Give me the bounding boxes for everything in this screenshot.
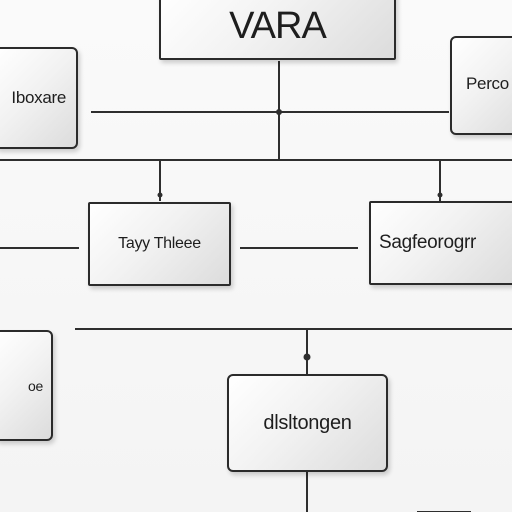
node-right-upper-label: Perco — [466, 74, 509, 93]
node-left-lower-label: oe — [28, 377, 43, 394]
node-left-lower[interactable]: oe — [0, 330, 53, 441]
node-top-label: VARA — [229, 4, 327, 47]
junction-dot-drop-right — [437, 192, 443, 198]
junction-dot-drop-left — [157, 192, 163, 198]
junction-dot-lower — [303, 353, 311, 361]
junction-dot-upper — [276, 109, 282, 115]
node-middle-right[interactable]: Sagfeorogrr — [369, 201, 512, 285]
node-middle-left-label: Tayy Thleee — [118, 235, 201, 252]
node-middle-right-label: Sagfeorogrr — [379, 232, 477, 253]
node-top[interactable]: VARA — [159, 0, 396, 60]
node-right-upper[interactable]: Perco — [450, 36, 512, 135]
node-bottom[interactable]: dlsltongen — [227, 374, 388, 472]
node-left-upper-label: Iboxare — [11, 88, 66, 107]
node-left-upper[interactable]: Iboxare — [0, 47, 78, 149]
node-bottom-label: dlsltongen — [263, 411, 352, 434]
node-middle-left[interactable]: Tayy Thleee — [88, 202, 231, 286]
